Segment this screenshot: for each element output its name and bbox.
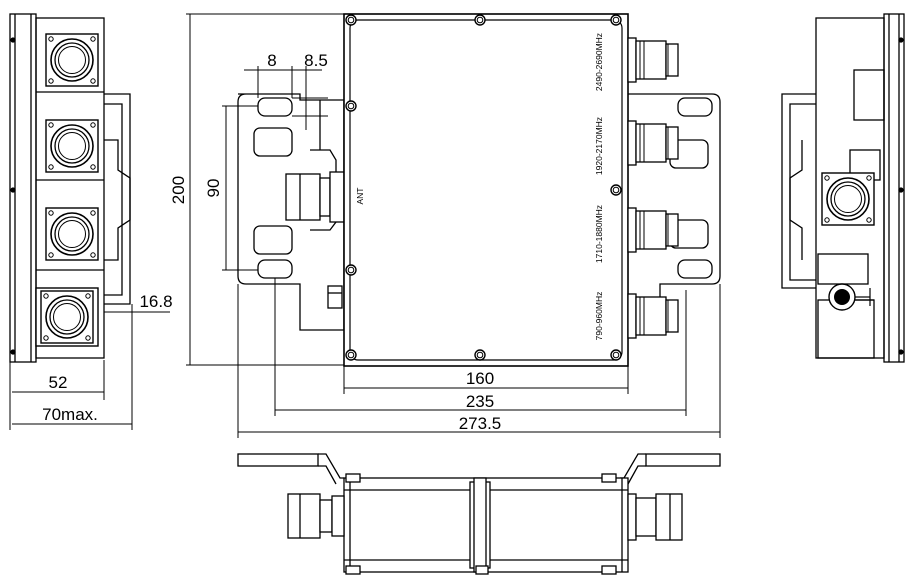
- n-connector-icon: [45, 207, 99, 261]
- right-side-view: [781, 13, 905, 363]
- dim-side-width: 52: [49, 373, 68, 392]
- n-connector-icon: [821, 172, 875, 226]
- mounting-bracket: [237, 93, 721, 331]
- band-label: 1920-2170MHz: [594, 117, 604, 175]
- band-label: 1710-1880MHz: [594, 205, 604, 263]
- n-connector-icon: [45, 119, 99, 173]
- enclosure-body: [343, 13, 629, 367]
- dim-overall-width: 273.5: [459, 414, 502, 433]
- dim-side-max: 70max.: [42, 405, 98, 424]
- band-label: 790-960MHz: [594, 292, 604, 341]
- antenna-label: ANT: [355, 188, 365, 205]
- band-connector-icon: [627, 293, 679, 339]
- dim-hole-spacing: 90: [204, 179, 223, 198]
- ground-screw: [828, 283, 871, 311]
- band-connector-icon: [627, 37, 679, 83]
- dim-hole-pitch: 235: [466, 392, 494, 411]
- dim-height: 200: [169, 176, 188, 204]
- band-connector-icon: [627, 207, 679, 253]
- n-connector-icon: [45, 33, 99, 87]
- band-connector-icon: [627, 120, 679, 166]
- dim-body-width: 160: [466, 369, 494, 388]
- front-dimension-lines: [186, 13, 721, 438]
- side-dimension-lines: [9, 304, 170, 430]
- bottom-view: [237, 453, 721, 575]
- antenna-connector-side: [35, 287, 99, 347]
- left-side-view: [9, 13, 131, 363]
- dim-connector-offset: 16.8: [139, 292, 172, 311]
- antenna-port-front: [285, 171, 345, 309]
- dim-hole-width: 8: [267, 51, 276, 70]
- band-label: 2490-2690MHz: [594, 33, 604, 91]
- dim-hole-height: 8.5: [304, 51, 328, 70]
